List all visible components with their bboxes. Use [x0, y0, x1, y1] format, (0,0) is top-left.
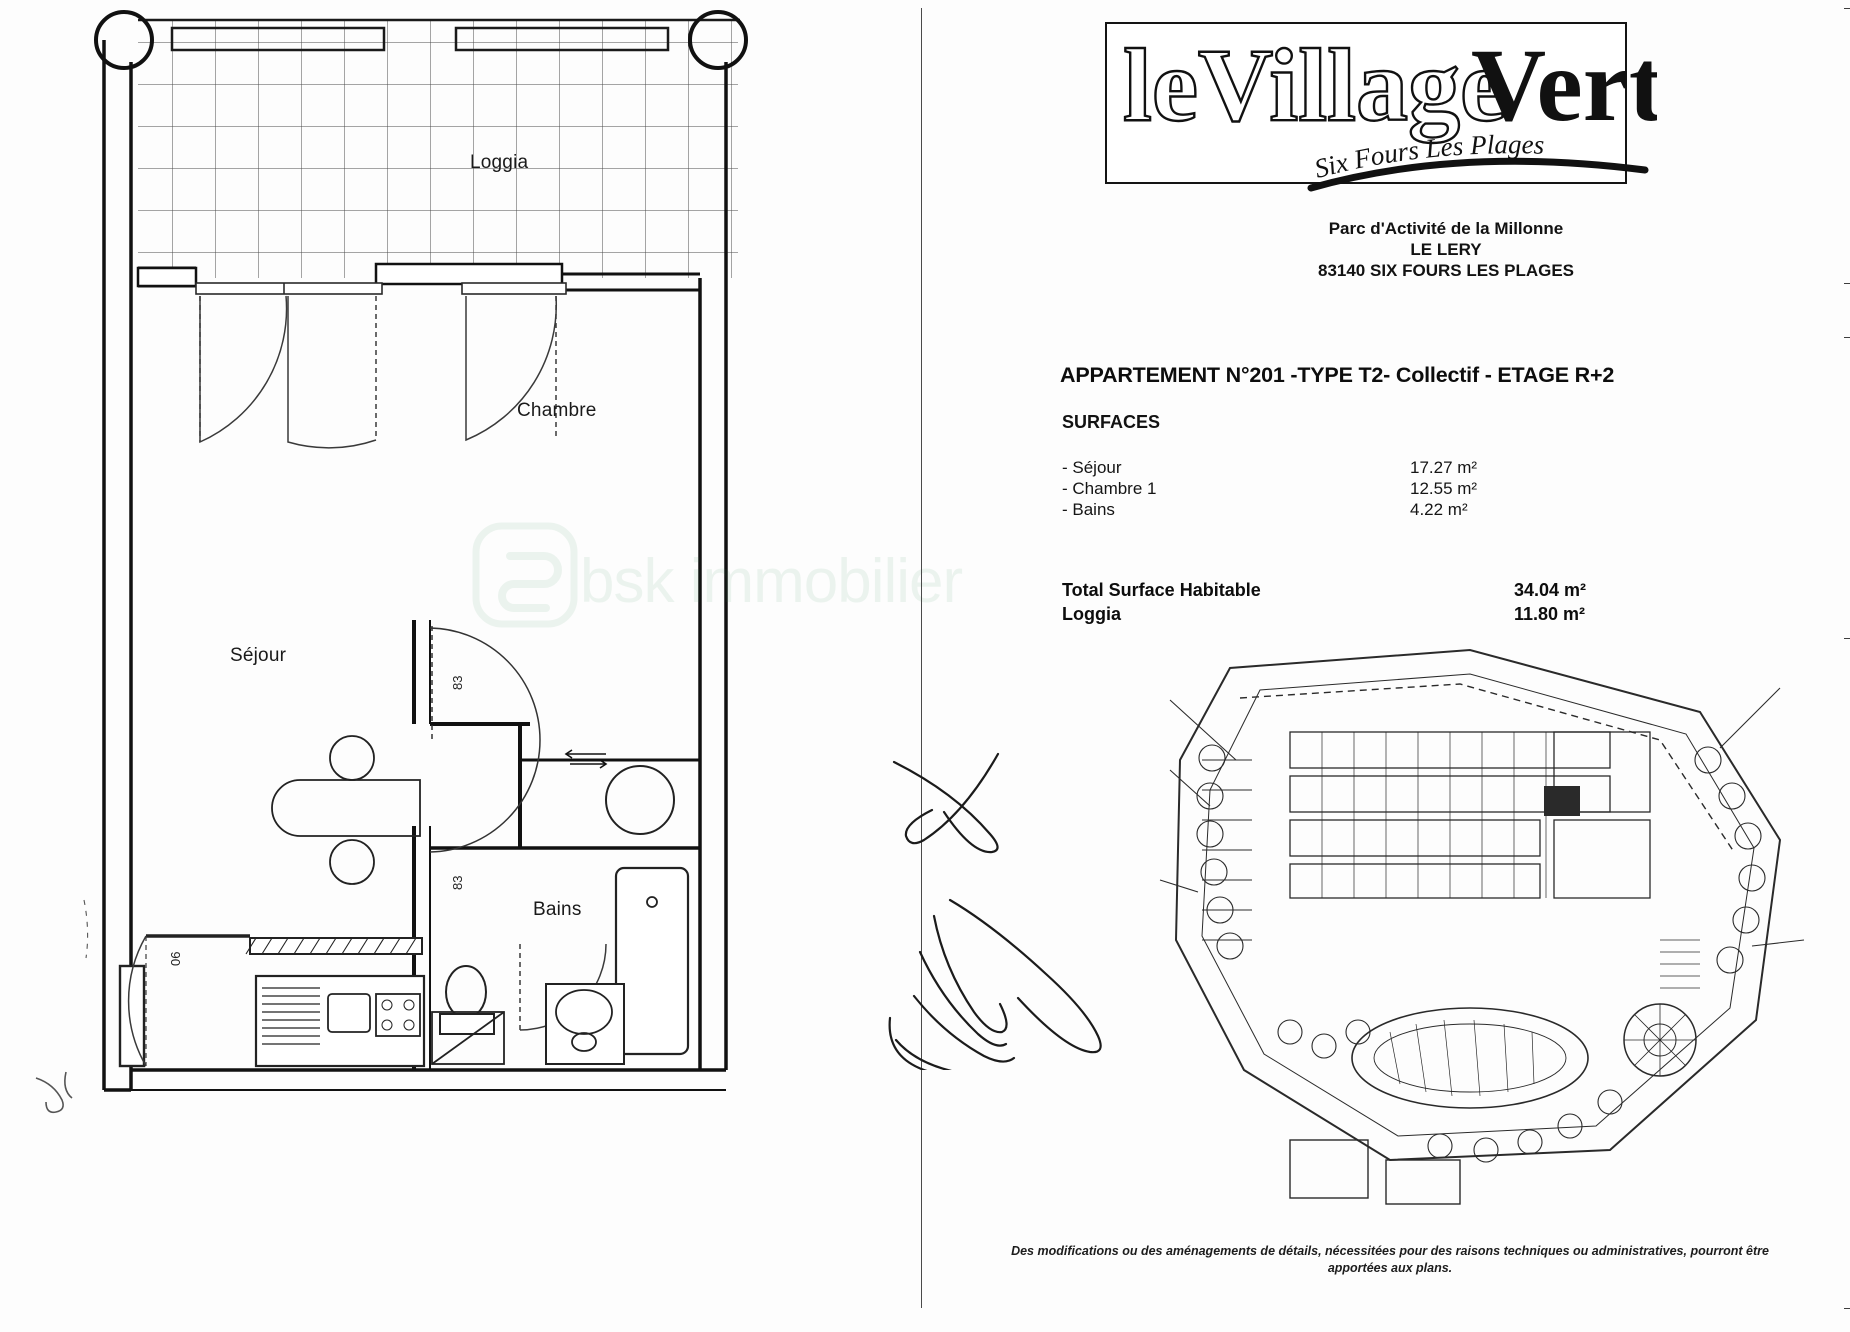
- logo-swoosh: [1307, 157, 1649, 192]
- address-line-2: LE LERY: [1410, 240, 1482, 259]
- total-row: Total Surface Habitable 34.04 m²: [1062, 580, 1722, 604]
- total-name: Loggia: [1062, 604, 1121, 624]
- bathroom-fixtures: [439, 765, 690, 1065]
- floor-plan-drawing: [35, 10, 748, 1114]
- disclaimer-line-1: Des modifications ou des aménagements de…: [1011, 1244, 1769, 1258]
- room-label-chambre: Chambre: [517, 400, 597, 421]
- rule-bottom: [1844, 1308, 1850, 1309]
- glazed-doors: [195, 282, 567, 295]
- logo-text-solid: Vert: [1471, 28, 1657, 143]
- surfaces-heading: SURFACES: [1062, 412, 1161, 432]
- door-swing-arcs: [199, 295, 558, 449]
- address-line-1: Parc d'Activité de la Millonne: [1328, 219, 1564, 238]
- interior-door-arc: [429, 626, 541, 853]
- partition-hatch: [245, 937, 423, 955]
- rule-above-title: [1844, 337, 1850, 338]
- panel-divider: [921, 8, 922, 1308]
- surface-value: 12.55 m²: [1410, 479, 1478, 498]
- surface-row: - Chambre 1 12.55 m²: [1062, 479, 1622, 500]
- surface-row: - Séjour 17.27 m²: [1062, 458, 1622, 479]
- surface-name: - Séjour: [1062, 458, 1122, 477]
- room-label-loggia: Loggia: [470, 152, 529, 173]
- dimension-label-entry-door: 06: [168, 951, 183, 966]
- rule-top: [1844, 8, 1850, 9]
- exterior-walls: [102, 40, 728, 1092]
- pencil-mark: [35, 899, 89, 1114]
- surface-value: 4.22 m²: [1410, 500, 1468, 519]
- dimension-label-door-upper: 83: [450, 675, 465, 690]
- floor-plan-panel: Loggia Chambre Séjour Bains 83 83 06 bsk…: [0, 0, 963, 1332]
- surface-totals: Total Surface Habitable 34.04 m² Loggia …: [1062, 580, 1722, 628]
- rule-under-address: [1844, 283, 1850, 284]
- total-value: 34.04 m²: [1514, 580, 1587, 600]
- kitchen-block: [254, 974, 426, 1068]
- disclaimer-line-2: apportées aux plans.: [1327, 1261, 1453, 1275]
- total-value: 11.80 m²: [1514, 604, 1586, 624]
- site-masterplan: [1159, 648, 1805, 1205]
- logo-text-outline: leVillage: [1123, 28, 1506, 143]
- room-label-bains: Bains: [533, 899, 582, 920]
- total-name: Total Surface Habitable: [1062, 580, 1261, 600]
- disclaimer-text: Des modifications ou des aménagements de…: [990, 1243, 1790, 1277]
- facade-wall: [136, 262, 700, 292]
- bathroom-cabinet: [431, 1011, 505, 1065]
- total-row: Loggia 11.80 m²: [1062, 604, 1722, 628]
- handwritten-scribble: [888, 752, 1102, 1070]
- rule-above-siteplan: [1844, 638, 1850, 639]
- column-left: [94, 10, 154, 70]
- sejour-furniture: [271, 735, 421, 885]
- company-address: Parc d'Activité de la Millonne LE LERY 8…: [922, 218, 1850, 281]
- company-logo: leVillage Vert Six Fours Les Plages: [1122, 27, 1657, 192]
- surface-value: 17.27 m²: [1410, 458, 1478, 477]
- entry-door: [118, 934, 250, 1068]
- info-panel: [922, 0, 1850, 1332]
- address-line-3: 83140 SIX FOURS LES PLAGES: [1317, 261, 1575, 280]
- column-right: [688, 10, 748, 70]
- room-label-sejour: Séjour: [230, 645, 287, 666]
- sliding-door-indicator: [564, 749, 608, 769]
- surface-row: - Bains 4.22 m²: [1062, 500, 1622, 521]
- apartment-title: APPARTEMENT N°201 -TYPE T2- Collectif - …: [1060, 363, 1615, 387]
- dimension-label-door-lower: 83: [450, 875, 465, 890]
- company-logo-frame: [1105, 22, 1627, 184]
- surfaces-list: - Séjour 17.27 m² - Chambre 1 12.55 m² -…: [1062, 458, 1622, 521]
- surface-name: - Bains: [1062, 500, 1115, 519]
- loggia-area: [138, 18, 740, 278]
- surface-name: - Chambre 1: [1062, 479, 1157, 498]
